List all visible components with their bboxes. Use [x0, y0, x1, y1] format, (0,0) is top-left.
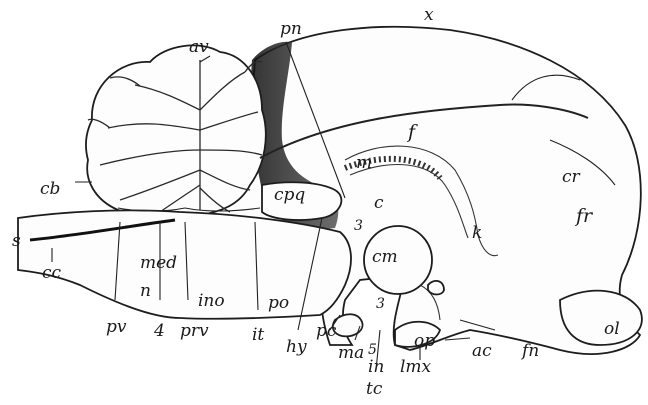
label-ol: ol — [604, 319, 620, 339]
label-pc: pc — [316, 321, 337, 341]
label-cb: cb — [40, 179, 60, 199]
label-three-lower: 3 — [376, 296, 385, 312]
label-five: 5 — [368, 342, 377, 358]
label-av: av — [189, 37, 209, 57]
label-ino: ino — [198, 291, 225, 311]
label-cr: cr — [562, 167, 581, 187]
label-pn: pn — [280, 19, 302, 39]
medulla — [18, 210, 351, 318]
label-m: m — [356, 153, 372, 173]
label-cpq: cpq — [274, 185, 305, 205]
label-four: 4 — [153, 321, 165, 341]
label-prv: prv — [180, 321, 209, 341]
label-in: in — [368, 357, 384, 377]
label-cc: cc — [42, 263, 62, 283]
cerebellum — [86, 45, 266, 218]
label-fr: fr — [574, 205, 594, 227]
label-c: c — [374, 193, 384, 213]
label-fn: fn — [520, 341, 539, 361]
label-s: s — [12, 231, 21, 251]
label-cm: cm — [372, 247, 398, 267]
label-lmx: lmx — [400, 357, 432, 377]
label-x: x — [424, 5, 434, 25]
label-med: med — [140, 253, 177, 273]
label-three-upper: 3 — [354, 218, 363, 234]
label-it: it — [252, 325, 264, 345]
label-n: n — [140, 281, 151, 301]
label-ac: ac — [472, 341, 492, 361]
label-ma: ma — [338, 343, 364, 363]
anterior-commissure-small — [428, 281, 444, 295]
label-op: op — [414, 331, 435, 351]
label-k: k — [472, 223, 482, 243]
label-po: po — [268, 293, 289, 313]
label-tc: tc — [366, 379, 383, 399]
label-pv: pv — [106, 317, 127, 337]
label-hy: hy — [286, 337, 307, 357]
